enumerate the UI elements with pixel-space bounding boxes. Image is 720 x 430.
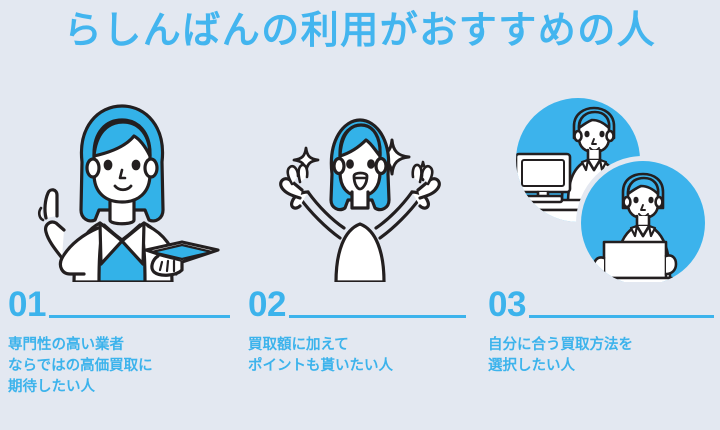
illustration-happy-woman	[240, 92, 480, 282]
staff-laptop-svg	[516, 98, 710, 282]
illustration-staff-and-laptop-user	[480, 92, 720, 282]
section-number-row-03: 03	[488, 284, 714, 324]
section-divider-01	[48, 315, 230, 318]
section-caption-01: 専門性の高い業者 ならではの高価買取に 期待したい人	[8, 337, 153, 396]
section-divider-03	[528, 315, 714, 318]
section-number-row-02: 02	[248, 284, 466, 324]
section-number-02: 02	[248, 285, 286, 324]
happy-woman-svg	[279, 118, 441, 282]
benefit-columns: 01 専門性の高い業者 ならではの高価買取に 期待したい人	[0, 92, 720, 430]
expert-woman-svg	[37, 104, 220, 282]
section-number-03: 03	[488, 285, 526, 324]
benefit-column-03: 03 自分に合う買取方法を 選択したい人	[480, 92, 720, 430]
page-title: らしんばんの利用がおすすめの人	[63, 8, 657, 52]
section-divider-02	[288, 315, 466, 318]
illustration-expert-woman	[0, 92, 240, 282]
section-number-row-01: 01	[8, 284, 230, 324]
section-number-01: 01	[8, 285, 46, 324]
section-caption-03: 自分に合う買取方法を 選択したい人	[488, 337, 633, 375]
benefit-column-02: 02 買取額に加えて ポイントも貰いたい人	[240, 92, 480, 430]
benefit-column-01: 01 専門性の高い業者 ならではの高価買取に 期待したい人	[0, 92, 240, 430]
page-title-container: らしんばんの利用がおすすめの人	[0, 8, 720, 54]
section-caption-02: 買取額に加えて ポイントも貰いたい人	[248, 337, 393, 375]
